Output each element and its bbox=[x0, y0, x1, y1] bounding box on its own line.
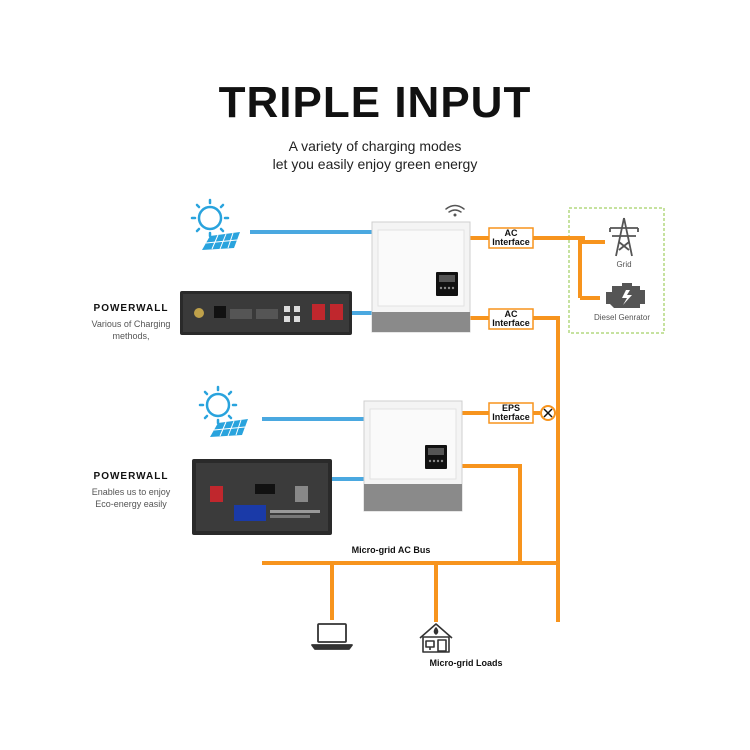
micro-grid-loads-label: Micro-grid Loads bbox=[429, 658, 502, 668]
battery-top-name: POWERWALL bbox=[94, 303, 169, 314]
ac-interface-2: AC Interface bbox=[488, 308, 534, 330]
battery-bottom-desc-1: Enables us to enjoy bbox=[92, 487, 171, 497]
micro-grid-bus-label: Micro-grid AC Bus bbox=[352, 545, 431, 555]
battery-bottom-name: POWERWALL bbox=[94, 471, 169, 482]
generator-label: Diesel Genrator bbox=[594, 313, 650, 322]
subtitle-line-1: A variety of charging modes bbox=[288, 138, 462, 154]
battery-screen-icon bbox=[234, 505, 266, 521]
ac-interface-1-line-1: AC bbox=[505, 228, 518, 238]
battery-bottom-desc-2: Eco-energy easily bbox=[95, 499, 167, 509]
eps-interface-line-1: EPS bbox=[502, 403, 520, 413]
grid-tower-icon bbox=[609, 217, 639, 257]
house-loads-icon bbox=[419, 623, 453, 653]
subtitle-line-2: let you easily enjoy green energy bbox=[272, 156, 478, 172]
eps-disconnect-icon bbox=[540, 405, 556, 421]
dc-lines bbox=[250, 230, 372, 481]
battery-top-desc-2: methods, bbox=[112, 331, 149, 341]
laptop-icon bbox=[311, 623, 353, 650]
ac-interface-1-line-2: Interface bbox=[492, 237, 530, 247]
diesel-generator-icon bbox=[606, 283, 645, 308]
power-switch-icon bbox=[194, 308, 204, 318]
page-title: TRIPLE INPUT bbox=[218, 78, 532, 127]
wifi-icon bbox=[445, 204, 465, 217]
ac-interface-2-line-2: Interface bbox=[492, 318, 530, 328]
ac-interface-2-line-1: AC bbox=[505, 309, 518, 319]
grid-label: Grid bbox=[616, 260, 631, 269]
ac-interface-1: AC Interface bbox=[488, 227, 534, 249]
inverter-top bbox=[371, 221, 471, 333]
source-dashed-box bbox=[568, 207, 665, 334]
solar-panel-icon-bottom bbox=[198, 385, 248, 437]
eps-interface-line-2: Interface bbox=[492, 412, 530, 422]
battery-rack-top bbox=[180, 291, 352, 335]
solar-panel-icon-top bbox=[190, 198, 240, 250]
battery-rack-bottom bbox=[192, 459, 332, 535]
ac-bus-lines bbox=[262, 236, 605, 622]
battery-top-desc-1: Various of Charging bbox=[92, 319, 171, 329]
inverter-bottom bbox=[363, 400, 463, 512]
eps-interface: EPS Interface bbox=[488, 402, 534, 424]
